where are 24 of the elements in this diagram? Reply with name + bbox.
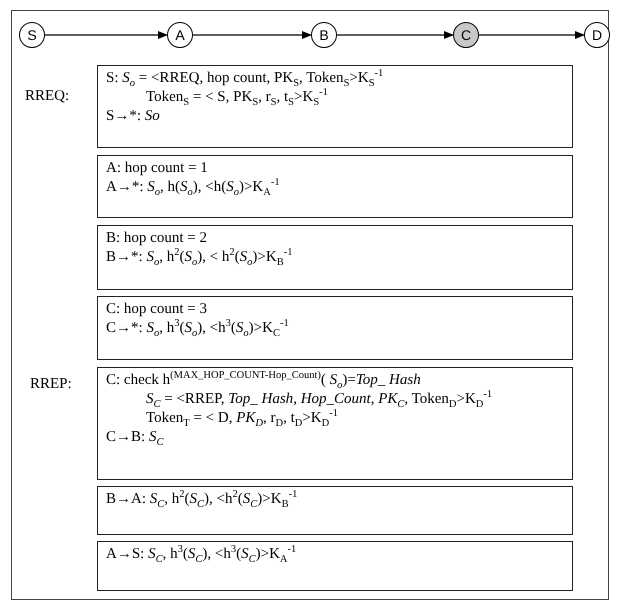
formula-line: C: check h$^{(MAX_HOP_COUNT-Hop_Count)}$( S$_{o}$)=Top_ Hash — [106, 371, 422, 390]
formula-line: S→*: So — [106, 107, 161, 126]
arrow — [193, 31, 312, 39]
phase-label: RREQ: — [25, 88, 70, 105]
arrow — [337, 31, 454, 39]
node-circle: C — [453, 22, 479, 48]
formula-line: C: hop count = 3 — [106, 300, 208, 319]
message-box — [97, 486, 573, 535]
formula-line: C→B: S$_{C}$ — [106, 428, 164, 447]
message-box — [97, 296, 573, 360]
node-circle: A — [167, 22, 193, 48]
arrow — [45, 31, 168, 39]
phase-label: RREP: — [30, 376, 72, 393]
message-box — [97, 65, 573, 148]
node-circle: S — [19, 22, 45, 48]
formula-line: B: hop count = 2 — [106, 229, 208, 248]
arrow — [479, 31, 585, 39]
node-circle: B — [311, 22, 337, 48]
message-box — [97, 155, 573, 218]
message-box — [97, 541, 573, 591]
node-circle: D — [584, 22, 610, 48]
formula-line: A: hop count = 1 — [106, 159, 209, 178]
message-box — [97, 225, 573, 290]
message-box — [97, 367, 573, 480]
